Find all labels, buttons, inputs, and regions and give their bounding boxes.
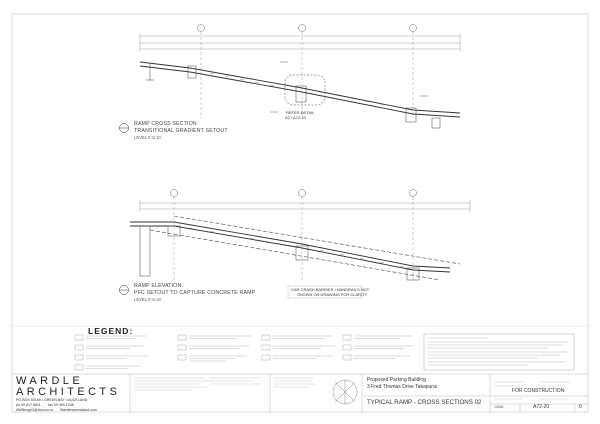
practice-name-line1: WARDLE — [16, 375, 84, 387]
bottom-section-title-line2: PFC SETOUT TO CAPTURE CONCRETE RAMP — [134, 290, 256, 296]
grid-bubble — [197, 24, 205, 32]
grid-bubble — [409, 24, 417, 32]
legend-heading: LEGEND: — [88, 326, 134, 336]
practice-address: PO BOX 80169 • GREEN BAY • AUCKLAND — [16, 398, 88, 402]
revision-number: 0 — [579, 404, 582, 410]
project-address: 3 Fred Thomas Drive Takapuna — [367, 384, 437, 390]
project-name: Proposed Parking Building — [367, 377, 426, 383]
bottom-section-scale: LEVEL 0 to 3A — [134, 297, 162, 302]
drawing-title: TYPICAL RAMP - CROSS SECTIONS 02 — [367, 399, 482, 406]
top-section-title-line2: TRANSITIONAL GRADIENT SETOUT — [134, 128, 228, 134]
top-section-title-line1: RAMP CROSS SECTION — [134, 121, 197, 127]
bottom-section-drawing — [119, 189, 471, 299]
practice-name-line2: ARCHITECTS — [16, 386, 121, 398]
bottom-section-title-line1: RAMP ELEVATION — [134, 283, 182, 289]
note-line2: SHOWN ON DRAWING FOR CLARITY — [297, 292, 368, 297]
detail-callout-line2: A2 / A72-10 — [285, 115, 306, 120]
title-block — [12, 373, 588, 412]
top-section-scale: LEVEL 0 to 3A — [134, 135, 162, 140]
practice-email[interactable]: AWfilesgh3@xtra.co.nz — [16, 407, 54, 412]
sheet-number: A72-20 — [533, 404, 550, 410]
sheet-border — [11, 13, 589, 413]
drawing-status: FOR CONSTRUCTION — [512, 388, 565, 394]
practice-phone: ph 09 817 8611 — [16, 403, 41, 407]
practice-web[interactable]: Wardlesweetdavid.com — [60, 407, 98, 412]
grid-bubble — [298, 24, 306, 32]
detail-callout-line1: REFER DETAIL — [286, 110, 315, 115]
practice-fax: fax 09 369 1248 — [48, 403, 74, 407]
job-number: 14046 — [494, 405, 504, 409]
legend-area — [12, 325, 588, 371]
top-section-drawing — [119, 24, 461, 133]
note-line1: CAR CRASH BARRIER / HANDRAILS NOT — [291, 287, 370, 292]
